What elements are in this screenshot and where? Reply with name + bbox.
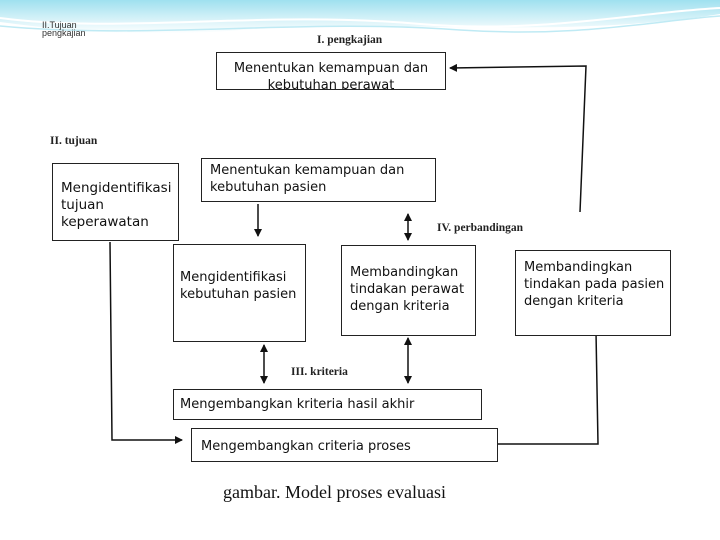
box-identifikasi-tujuan: Mengidentifikasi tujuan keperawatan xyxy=(52,163,179,241)
connector-left-loop xyxy=(109,241,183,444)
box-identifikasi-tujuan-text: Mengidentifikasi tujuan keperawatan xyxy=(61,180,172,230)
box-kemampuan-perawat: Menentukan kemampuan dan kebutuhan peraw… xyxy=(216,52,446,90)
label-pengkajian: I. pengkajian xyxy=(317,34,383,46)
box-membandingkan-perawat: Membandingkan tindakan perawat dengan kr… xyxy=(341,245,476,336)
box-criteria-proses-text: Mengembangkan criteria proses xyxy=(201,439,411,454)
header-banner xyxy=(0,0,720,34)
box-kemampuan-pasien-text: Menentukan kemampuan dan kebutuhan pasie… xyxy=(210,163,405,195)
box-identifikasi-kebutuhan-text: Mengidentifikasi kebutuhan pasien xyxy=(180,270,297,302)
box-kemampuan-pasien: Menentukan kemampuan dan kebutuhan pasie… xyxy=(201,158,436,202)
small-title-line2: pengkajian xyxy=(42,28,86,38)
box-membandingkan-pasien-text: Membandingkan tindakan pada pasien denga… xyxy=(524,260,665,309)
label-tujuan: II. tujuan xyxy=(50,135,98,147)
box-kemampuan-perawat-text: Menentukan kemampuan dan kebutuhan peraw… xyxy=(233,61,429,90)
figure-caption: gambar. Model proses evaluasi xyxy=(223,482,446,502)
label-perbandingan: IV. perbandingan xyxy=(437,222,524,234)
label-kriteria: III. kriteria xyxy=(291,366,348,378)
connector-right-loop xyxy=(498,331,599,445)
small-title-line1: II.Tujuan xyxy=(42,20,77,30)
small-title: II.Tujuan pengkajian xyxy=(42,20,86,38)
box-criteria-proses: Mengembangkan criteria proses xyxy=(191,428,498,462)
box-membandingkan-perawat-text: Membandingkan tindakan perawat dengan kr… xyxy=(350,265,465,314)
box-kriteria-hasil: Mengembangkan kriteria hasil akhir xyxy=(173,389,482,420)
connector-loop-top xyxy=(449,63,587,213)
box-identifikasi-kebutuhan: Mengidentifikasi kebutuhan pasien xyxy=(173,244,306,342)
box-kriteria-hasil-text: Mengembangkan kriteria hasil akhir xyxy=(180,397,415,412)
box-membandingkan-pasien: Membandingkan tindakan pada pasien denga… xyxy=(515,250,671,336)
